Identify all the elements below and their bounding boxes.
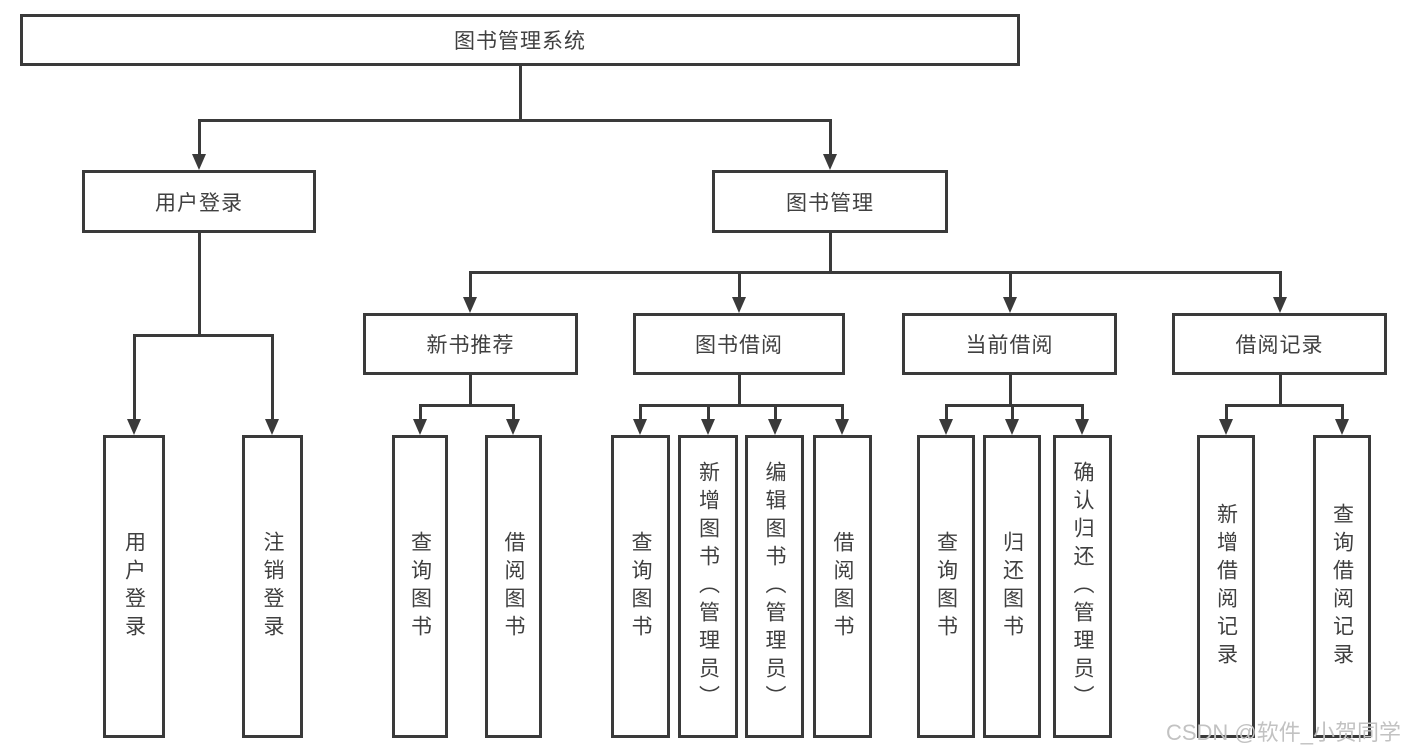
connector-line (1279, 375, 1282, 406)
node-book-borrow: 图书借阅 (633, 313, 845, 375)
connector-line (1011, 404, 1014, 421)
node-borrow-records-label: 借阅记录 (1235, 334, 1324, 357)
connector-arrow (1075, 419, 1089, 435)
leaf-bb-add-books-admin: 新增图书（管理员） (678, 435, 738, 738)
connector-arrow (265, 419, 279, 435)
node-user-login: 用户登录 (82, 170, 316, 233)
connector-line (738, 271, 741, 299)
leaf-br-add-record-label: 新增借阅记录 (1214, 502, 1238, 671)
leaf-cb-return-books: 归还图书 (983, 435, 1041, 738)
leaf-cb-query-books-label: 查询图书 (934, 530, 958, 643)
connector-line (829, 119, 832, 157)
node-book-management-label: 图书管理 (786, 191, 874, 215)
connector-line (1279, 271, 1282, 299)
leaf-nb-query-books-label: 查询图书 (408, 530, 432, 643)
connector-line (829, 233, 832, 274)
node-book-borrow-label: 图书借阅 (695, 334, 783, 357)
leaf-bb-query-books-label: 查询图书 (629, 530, 652, 643)
connector-arrow (823, 154, 837, 170)
leaf-br-query-record: 查询借阅记录 (1313, 435, 1371, 738)
connector-arrow (768, 419, 782, 435)
connector-line (198, 233, 201, 337)
connector-line (639, 404, 844, 407)
connector-line (945, 404, 948, 421)
node-user-login-label: 用户登录 (155, 191, 243, 215)
connector-arrow (835, 419, 849, 435)
connector-line (469, 271, 1281, 274)
connector-arrow (192, 154, 206, 170)
leaf-br-query-record-label: 查询借阅记录 (1330, 502, 1354, 671)
connector-line (1225, 404, 1343, 407)
connector-line (1341, 404, 1344, 421)
connector-line (419, 404, 515, 407)
node-root-label: 图书管理系统 (454, 30, 586, 53)
node-book-management: 图书管理 (712, 170, 948, 233)
connector-arrow (413, 419, 427, 435)
connector-line (469, 271, 472, 299)
node-new-book-recommend: 新书推荐 (363, 313, 578, 375)
connector-line (1225, 404, 1228, 421)
leaf-bb-borrow-books: 借阅图书 (813, 435, 872, 738)
connector-arrow (127, 419, 141, 435)
leaf-cb-query-books: 查询图书 (917, 435, 975, 738)
connector-line (419, 404, 422, 421)
connector-line (945, 404, 1083, 407)
connector-arrow (1003, 297, 1017, 313)
connector-line (707, 404, 710, 421)
leaf-user-login: 用户登录 (103, 435, 165, 738)
leaf-nb-borrow-books-label: 借阅图书 (502, 530, 525, 643)
connector-line (519, 66, 522, 122)
connector-line (1009, 271, 1012, 299)
connector-arrow (463, 297, 477, 313)
leaf-bb-edit-books-admin: 编辑图书（管理员） (745, 435, 804, 738)
connector-line (774, 404, 777, 421)
connector-arrow (1219, 419, 1233, 435)
leaf-bb-borrow-books-label: 借阅图书 (831, 530, 854, 643)
connector-arrow (732, 297, 746, 313)
node-current-borrow-label: 当前借阅 (965, 334, 1054, 357)
leaf-logout-label: 注销登录 (261, 530, 284, 643)
connector-line (271, 334, 274, 420)
connector-line (198, 119, 201, 157)
connector-arrow (1005, 419, 1019, 435)
connector-arrow (506, 419, 520, 435)
leaf-cb-confirm-return-admin-label: 确认归还（管理员） (1071, 460, 1094, 713)
leaf-bb-add-books-admin-label: 新增图书（管理员） (696, 460, 720, 713)
leaf-cb-confirm-return-admin: 确认归还（管理员） (1053, 435, 1112, 738)
leaf-logout: 注销登录 (242, 435, 303, 738)
leaf-nb-borrow-books: 借阅图书 (485, 435, 542, 738)
node-root: 图书管理系统 (20, 14, 1020, 66)
leaf-cb-return-books-label: 归还图书 (1000, 530, 1024, 643)
leaf-bb-edit-books-admin-label: 编辑图书（管理员） (763, 460, 786, 713)
connector-arrow (701, 419, 715, 435)
leaf-bb-query-books: 查询图书 (611, 435, 670, 738)
connector-line (639, 404, 642, 421)
connector-line (1009, 375, 1012, 406)
connector-line (1081, 404, 1084, 421)
node-new-book-recommend-label: 新书推荐 (426, 334, 515, 357)
leaf-br-add-record: 新增借阅记录 (1197, 435, 1255, 738)
connector-arrow (1273, 297, 1287, 313)
connector-line (469, 375, 472, 406)
leaf-user-login-label: 用户登录 (122, 530, 146, 643)
leaf-nb-query-books: 查询图书 (392, 435, 448, 738)
connector-line (133, 334, 136, 420)
connector-arrow (939, 419, 953, 435)
node-current-borrow: 当前借阅 (902, 313, 1117, 375)
node-borrow-records: 借阅记录 (1172, 313, 1387, 375)
connector-line (512, 404, 515, 421)
watermark: CSDN @软件_小贺同学 (1165, 720, 1401, 745)
connector-arrow (1335, 419, 1349, 435)
connector-line (841, 404, 844, 421)
connector-line (738, 375, 741, 406)
connector-arrow (633, 419, 647, 435)
connector-line (133, 334, 274, 337)
connector-line (198, 119, 832, 122)
